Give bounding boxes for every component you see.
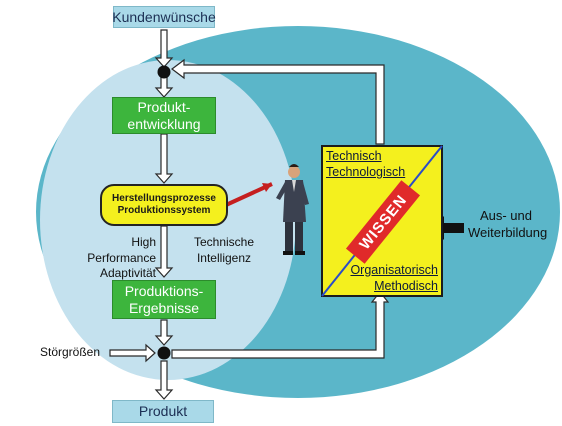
produktentwicklung-line1: Produkt- [137,99,191,116]
technisch-line1: Technisch [326,149,382,163]
flow-arrows [109,29,390,400]
node-produktionsergebnisse: Produktions- Ergebnisse [112,280,216,319]
label-stoergroessen: Störgrößen [40,345,100,361]
label-technische-intelligenz: Technische Intelligenz [184,235,264,266]
weiterbildung-line2: Weiterbildung [468,224,548,240]
produktentwicklung-line2: entwicklung [127,115,201,132]
connector-red-arrowhead [262,183,272,192]
label-high-performance: High Performance Adaptivität [60,235,156,282]
organisatorisch-line1: Organisatorisch [350,263,438,277]
kundenwuensche-label: Kundenwünsche [112,8,216,25]
technische-line1: Technische [193,235,255,249]
wissen-bottom-label: Organisatorisch Methodisch [348,262,438,295]
junction-dot-bottom [157,346,171,360]
node-kundenwuensche: Kundenwünsche [112,6,216,28]
methodisch-line2: Methodisch [374,279,438,294]
intelligenz-line2: Intelligenz [196,250,252,265]
herstellungsprozesse-line1: Herstellungsprozesse [112,192,216,204]
label-aus-und-weiterbildung: Aus- und Weiterbildung [468,208,548,242]
technologisch-line2: Technologisch [326,165,406,180]
produktionsergebnisse-line1: Produktions- [124,283,204,300]
person-in-suit-icon [276,164,309,255]
produktionsergebnisse-line2: Ergebnisse [128,299,200,316]
junction-dot-top [157,65,171,79]
stoergroessen-text: Störgrößen [40,345,101,359]
wissen-banner [345,180,421,264]
node-produktentwicklung: Produkt- entwicklung [112,97,216,134]
wissen-top-label: Technisch Technologisch [326,148,405,181]
node-produkt: Produkt [112,400,214,423]
produkt-label: Produkt [138,403,188,420]
produktionssystem-line2: Produktionssystem [117,205,211,216]
node-herstellungsprozesse: Herstellungsprozesse Produktionssystem [100,184,228,226]
high-performance-line1: High Performance [87,235,156,265]
aus-und-line1: Aus- und [479,208,533,223]
adaptivitaet-line2: Adaptivität [99,266,156,281]
